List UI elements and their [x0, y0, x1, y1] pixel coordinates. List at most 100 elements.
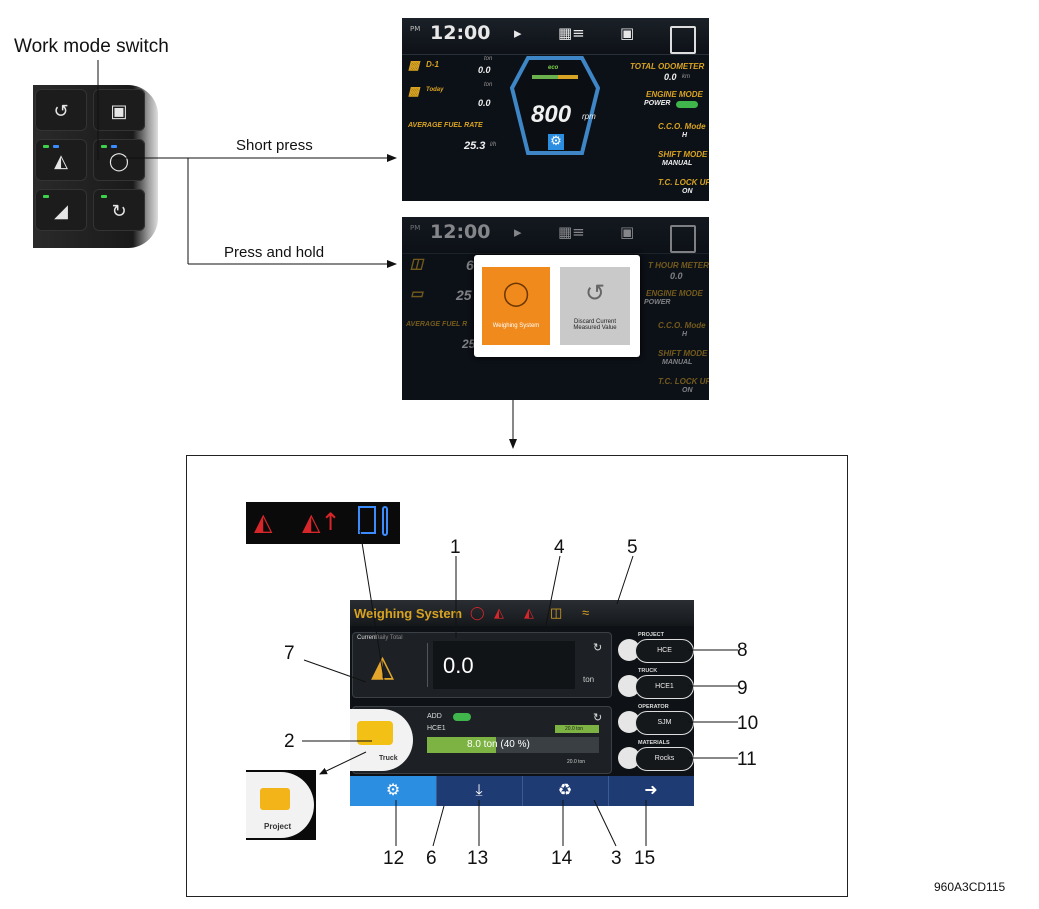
materials-button[interactable]: Rocks: [635, 747, 694, 771]
weighing-detail-frame: [186, 455, 848, 897]
weighing-bottom-bar: ⚙ ⤓ ♻ ➜: [350, 776, 694, 806]
weighing-system-screen: Weighing System ◯ ◭ ◭ ◫ ≈ Current Daily …: [350, 600, 694, 806]
refresh-icon[interactable]: ↻: [593, 712, 603, 724]
exit-icon: ➜: [644, 782, 658, 799]
work-mode-switch-button[interactable]: ◯: [93, 139, 145, 181]
callout-9: 9: [737, 678, 748, 699]
tab-current[interactable]: Current: [357, 635, 378, 641]
indicator-icon: ▸: [514, 223, 522, 241]
settings-gear-icon[interactable]: ⚙: [548, 134, 564, 150]
engine-mode-label: ENGINE MODE: [646, 90, 703, 99]
thermometer-icon: [382, 506, 388, 536]
led-green: [101, 145, 107, 148]
rpm-value: 800: [531, 101, 572, 128]
load-progress-text: 8.0 ton (40 %): [467, 739, 530, 750]
project-button[interactable]: HCE: [635, 639, 694, 663]
materials-heading: MATERIALS: [638, 740, 670, 746]
callout-7: 7: [284, 643, 295, 664]
power-badge: [676, 101, 698, 108]
avg-fuel-rate-label: AVERAGE FUEL RATE: [408, 122, 483, 129]
weighing-title: Weighing System: [354, 606, 463, 621]
callout-13: 13: [467, 848, 489, 869]
value-3: 25: [462, 337, 476, 351]
today-ton-label: ton: [484, 82, 493, 88]
menu-document-icon[interactable]: [670, 26, 696, 54]
shift-mode-label: SHIFT MODE: [658, 349, 708, 358]
target-bar-top: [555, 725, 599, 733]
callout-2: 2: [284, 731, 295, 752]
exit-tab[interactable]: ➜: [608, 776, 694, 806]
short-press-label: Short press: [236, 137, 313, 154]
today-label: Today: [426, 87, 444, 93]
weighing-system-label: Weighing System: [492, 323, 540, 329]
dashboard-press-and-hold: PM 12:00 ▸ ▦≡ ▣ ◫ 6 ▭ 25 AVERAGE FUEL R …: [402, 217, 709, 400]
callout-12: 12: [383, 848, 405, 869]
load-progress-track: 8.0 ton (40 %): [427, 737, 599, 753]
avg-fuel-rate-value: 25.3: [464, 140, 486, 152]
pm-label: PM: [410, 25, 421, 33]
eco-label: eco: [548, 65, 559, 71]
delete-tab[interactable]: ♻: [522, 776, 609, 806]
add-label: ADD: [427, 713, 442, 720]
tc-lockup-value: ON: [682, 387, 693, 394]
current-weight-unit: ton: [583, 675, 595, 684]
press-and-hold-label: Press and hold: [224, 244, 325, 261]
warning-icon-3: ◭: [524, 605, 534, 620]
switch-button-quickcoupler[interactable]: ◭: [35, 139, 87, 181]
switch-button-autoidle[interactable]: ↺: [35, 89, 87, 131]
operator-button[interactable]: SJM: [635, 711, 694, 735]
current-weight-panel: Current Daily Total ◭ 0.0 ton ↻: [352, 632, 612, 698]
weighing-bucket-icon: ◯: [502, 279, 530, 307]
d1-ton-label: ton: [484, 56, 493, 62]
dashboard-top-bar: PM 12:00 ▸ ▦≡ ▣: [402, 217, 709, 254]
cco-value: H: [682, 132, 688, 139]
reverse-fan-icon: ↻: [111, 201, 127, 222]
led-green: [101, 195, 107, 198]
current-value-box: [433, 641, 575, 689]
dashboard-top-bar: PM 12:00 ▸ ▦≡ ▣: [402, 18, 709, 55]
settings-tab[interactable]: ⚙: [350, 776, 437, 806]
callout-14: 14: [551, 848, 573, 869]
hydraulic-temp-icon: [358, 506, 376, 534]
target-bottom-label: 20.0 ton: [567, 759, 586, 765]
engine-mode-label: ENGINE MODE: [646, 289, 703, 298]
switch-button-screen[interactable]: ▣: [93, 89, 145, 131]
led-green: [43, 145, 49, 148]
odometer-unit: km: [682, 74, 690, 80]
clock: 12:00: [430, 22, 491, 44]
hour-meter-label: T HOUR METER: [648, 261, 709, 270]
refresh-icon[interactable]: ↻: [593, 642, 603, 654]
weighing-system-button[interactable]: ◯ Weighing System: [482, 267, 550, 345]
tab-daily-total[interactable]: Daily Total: [375, 635, 403, 641]
value-1: 6: [466, 257, 474, 273]
pm-label: PM: [410, 224, 421, 232]
project-inset: Project: [246, 770, 316, 840]
gauge-menu-icon: ▦≡: [558, 223, 585, 241]
odometer-label: TOTAL ODOMETER: [630, 62, 705, 71]
fuel-icon: ◫: [410, 255, 424, 271]
weighing-title-bar: Weighing System ◯ ◭ ◭ ◫ ≈: [350, 600, 694, 626]
return-icon: ↺: [53, 101, 69, 122]
figure-code: 960A3CD115: [934, 880, 1006, 894]
level-icon: ◢: [54, 201, 68, 222]
add-toggle[interactable]: [453, 713, 471, 721]
truck-heading: TRUCK: [638, 668, 658, 674]
operator-heading: OPERATOR: [638, 704, 669, 710]
settings-gear-icon: ⚙: [385, 782, 401, 799]
materials-icon: [618, 747, 640, 769]
discard-value-label: Discard Current Measured Value: [573, 319, 617, 331]
warning-icon-1: ◯: [470, 605, 485, 620]
led-blue: [111, 145, 117, 148]
truck-button[interactable]: HCE1: [635, 675, 694, 699]
d1-label: D-1: [426, 60, 439, 69]
discard-value-button[interactable]: ↺ Discard Current Measured Value: [560, 267, 630, 345]
engine-mode-value: POWER: [644, 299, 671, 306]
truck-id: HCE1: [427, 725, 446, 732]
download-icon: ⤓: [475, 782, 483, 799]
download-tab[interactable]: ⤓: [436, 776, 523, 806]
menu-document-icon[interactable]: [670, 225, 696, 253]
callout-5: 5: [627, 537, 638, 558]
switch-button-reverse-fan[interactable]: ↻: [93, 189, 145, 231]
switch-button-bucket-level[interactable]: ◢: [35, 189, 87, 231]
project-selector[interactable]: Project: [246, 772, 314, 838]
